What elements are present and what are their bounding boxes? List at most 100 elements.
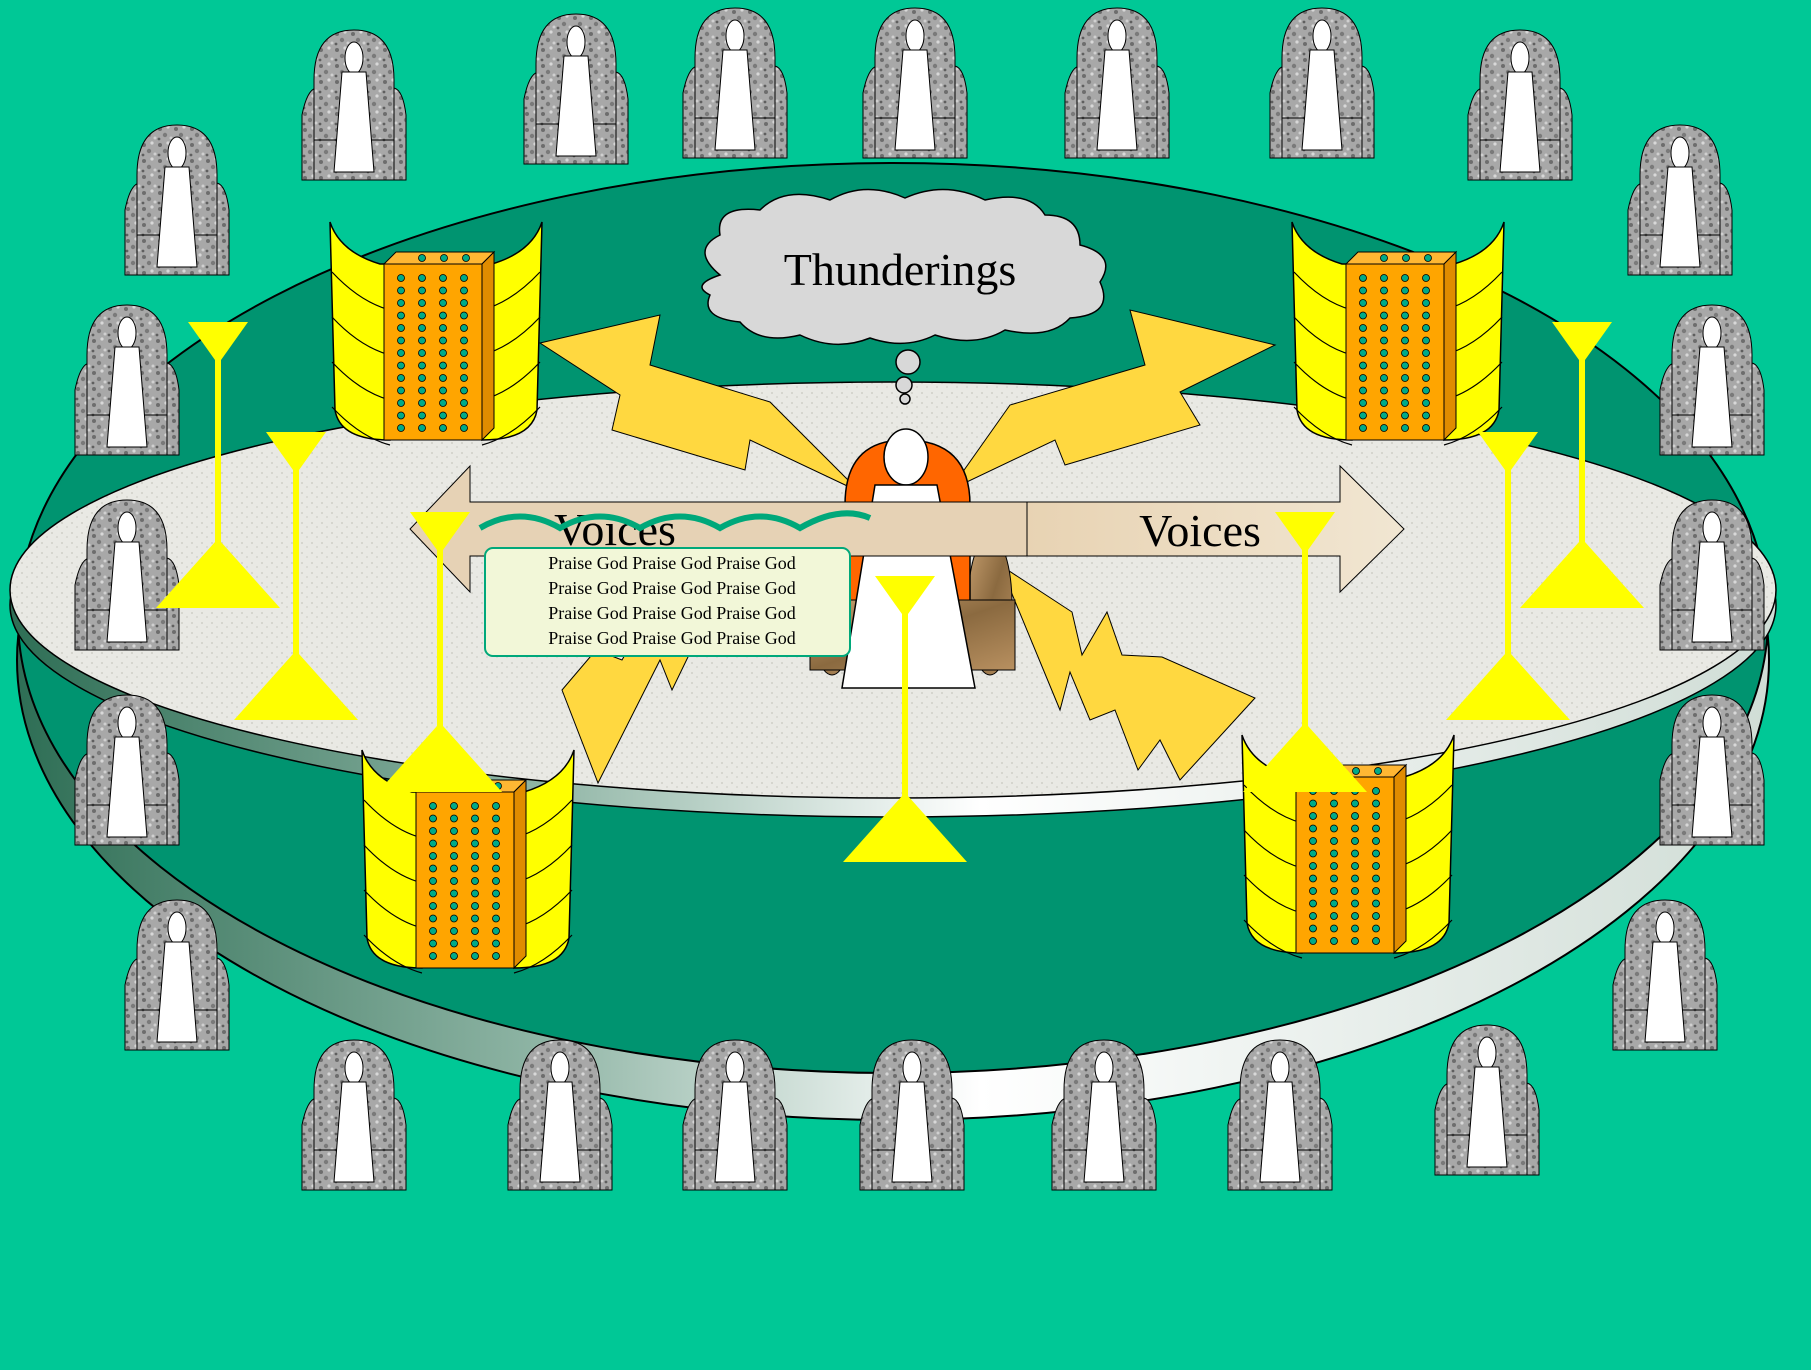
creature-eye: [1422, 324, 1430, 332]
creature-eye: [460, 411, 468, 420]
creature-eye: [1351, 862, 1359, 870]
creature-eye: [460, 361, 468, 370]
elder: [74, 499, 180, 651]
elder: [124, 899, 230, 1051]
creature-eye: [492, 952, 500, 960]
creature-eye: [450, 827, 458, 835]
elder-head: [902, 1051, 922, 1085]
creature-eye: [462, 254, 470, 262]
creature-eye: [418, 374, 426, 382]
living-creatures-group: [329, 221, 1505, 974]
elder-head: [1655, 911, 1675, 945]
creature-eye: [1422, 411, 1430, 420]
creature-eye: [1380, 374, 1388, 382]
elder-robe: [894, 49, 936, 151]
elder: [1269, 7, 1375, 159]
creature-eye: [471, 927, 479, 935]
elder-robe: [891, 1081, 933, 1183]
lamp-cup: [875, 576, 935, 614]
creature-eye: [1380, 311, 1388, 320]
creature-eye: [397, 399, 405, 407]
creature-eye: [418, 336, 426, 345]
elder: [682, 1039, 788, 1191]
lamp-cup: [1478, 432, 1538, 470]
creature-eye: [439, 386, 447, 395]
wing-feather: [513, 934, 573, 974]
lamp-base: [234, 654, 358, 720]
creature-eye: [1372, 837, 1380, 845]
elder-head: [1670, 136, 1690, 170]
creature-eye: [1372, 812, 1380, 820]
voices-arrow-right: Voices: [1026, 464, 1405, 594]
elder: [124, 124, 230, 276]
throne-figure-head: [883, 428, 929, 486]
creature-eye: [1380, 361, 1388, 370]
creature-eye: [460, 349, 468, 357]
creature-eye: [450, 952, 458, 960]
cloud-bubble-1: [895, 349, 921, 375]
wing-feather: [1443, 406, 1503, 446]
creature-eye: [1401, 311, 1409, 320]
creature-eye: [1380, 424, 1388, 432]
creature-eye: [1380, 386, 1388, 395]
creature-eye: [1359, 399, 1367, 407]
cloud-bubble-3: [899, 393, 911, 405]
creature-eye: [1380, 411, 1388, 420]
creature-eye: [429, 939, 437, 948]
creature-eye: [1372, 874, 1380, 883]
creature-eye: [439, 299, 447, 307]
lamp-stem: [215, 358, 221, 544]
creature-eye: [492, 889, 500, 898]
creature-eye: [418, 299, 426, 307]
elder-robe: [106, 346, 148, 448]
creature-eye: [397, 299, 405, 307]
creature-eye: [1309, 812, 1317, 820]
creature-eye: [1422, 336, 1430, 345]
creature-eye: [397, 386, 405, 395]
creature-eye: [429, 814, 437, 823]
lamp-stem: [1579, 358, 1585, 544]
lamp-of-fire: [378, 512, 502, 792]
creature-eye: [471, 814, 479, 823]
wing-feather: [481, 406, 541, 446]
elders-group: [74, 7, 1765, 1191]
creature-eye: [1330, 862, 1338, 870]
elder: [1227, 1039, 1333, 1191]
creature-eye: [1422, 299, 1430, 307]
creature-eye: [492, 827, 500, 835]
lamp-cup: [410, 512, 470, 550]
creature-eye: [1372, 787, 1380, 795]
creature-body-side: [481, 250, 495, 442]
creature-eye: [397, 311, 405, 320]
elder-robe: [156, 941, 198, 1043]
creature-eye: [1330, 912, 1338, 920]
wing-feather: [1243, 919, 1303, 959]
elder-robe: [1659, 166, 1701, 268]
elder: [1434, 1024, 1540, 1176]
elder-head: [1702, 316, 1722, 350]
creature-eye: [418, 361, 426, 370]
creature-eye: [460, 424, 468, 432]
creature-eye: [460, 399, 468, 407]
elder-robe: [1499, 71, 1541, 173]
creature-eye: [1402, 254, 1410, 262]
elder: [301, 1039, 407, 1191]
lightning-bolt-lower-right: [998, 563, 1256, 781]
creature-eye: [1330, 824, 1338, 833]
creature-eye: [460, 386, 468, 395]
elder-robe: [156, 166, 198, 268]
creature-eye: [1372, 849, 1380, 858]
elder-robe: [714, 1081, 756, 1183]
creature-eye: [429, 877, 437, 885]
elder: [1659, 499, 1765, 651]
creature-eye: [397, 286, 405, 295]
creature-eye: [418, 386, 426, 395]
creature-eye: [429, 852, 437, 860]
creature-eye: [1380, 274, 1388, 282]
lamp-base: [156, 542, 280, 608]
creature-eye: [460, 274, 468, 282]
creature-eye: [450, 839, 458, 848]
creature-body-side: [513, 778, 527, 970]
elder-robe: [1466, 1066, 1508, 1168]
elder-head: [167, 136, 187, 170]
